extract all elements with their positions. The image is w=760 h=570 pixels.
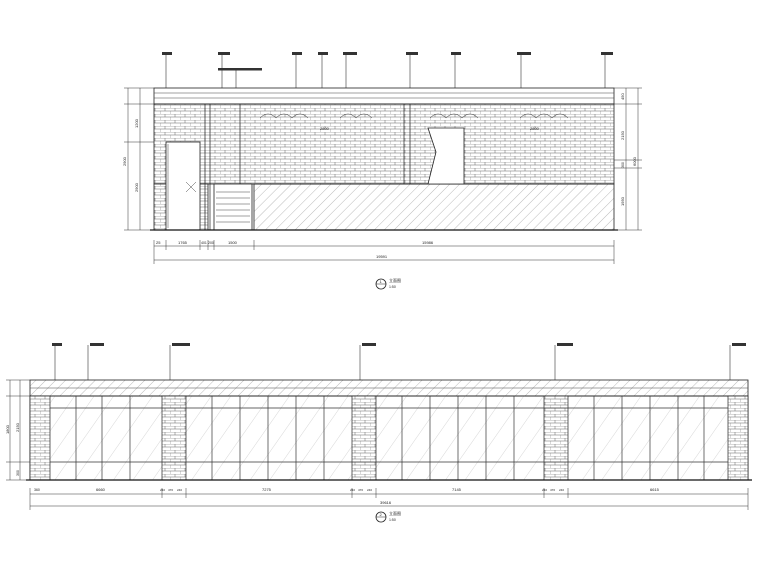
bottom-leaders (54, 345, 731, 380)
bottom-left-dim-3: 300 (16, 470, 20, 476)
top-left-dim-3: 2900 (122, 156, 127, 166)
bottom-title-text: 立面图 (389, 510, 401, 516)
top-brick-wall (153, 103, 615, 185)
top-right-dim-4: 1950 (620, 196, 625, 206)
top-hatched-panel (253, 183, 615, 231)
bottom-mullions (50, 396, 728, 480)
bottom-dim-8: 476 (358, 488, 363, 492)
top-inner-label-1: 2800 (320, 126, 330, 131)
bottom-leader-tags (52, 343, 746, 346)
top-left-dims (124, 87, 154, 231)
top-title: 1 立面图 1:50 (375, 277, 401, 290)
bottom-dim-4: 476 (168, 488, 173, 492)
top-dim-chain (153, 240, 615, 264)
top-right-dim-1: 450 (620, 93, 625, 100)
bottom-dim-5: 240 (177, 488, 182, 492)
top-light-scallops (259, 113, 569, 119)
top-inner-label-2: 2800 (530, 126, 540, 131)
bottom-dim-3: 240 (160, 488, 165, 492)
top-elevation: 2800 2800 25 1765 401 200 1500 15986 195… (122, 52, 642, 290)
top-title-sub: 1:50 (389, 285, 396, 289)
top-right-dims (614, 87, 642, 231)
top-dim-total: 19591 (376, 254, 388, 259)
top-dim-2: 1765 (178, 240, 188, 245)
top-left-dim-1: 1200 (134, 118, 139, 128)
top-door (165, 141, 201, 231)
bottom-left-dims (6, 379, 30, 481)
top-right-dim-5: 6000 (632, 156, 637, 166)
bottom-dim-10: 7145 (452, 487, 462, 492)
top-left-dim-2: 2900 (134, 182, 139, 192)
bottom-dim-9: 240 (367, 488, 372, 492)
bottom-title-mark: 2 (380, 512, 383, 517)
top-title-text: 立面图 (389, 277, 401, 283)
bottom-elevation: 360 6660 240 476 240 7275 240 476 240 71… (5, 343, 752, 523)
top-leader-tags (162, 52, 613, 71)
bottom-glass-wall (29, 395, 749, 481)
top-wall-panel (427, 127, 465, 185)
bottom-title-sub: 1:50 (389, 518, 396, 522)
bottom-dim-11: 240 (542, 488, 547, 492)
top-pipes (204, 104, 411, 230)
top-vent-block (213, 183, 253, 231)
bottom-dim-14: 6615 (650, 487, 660, 492)
bottom-dim-1: 360 (34, 488, 40, 492)
bottom-dim-chain (29, 488, 749, 510)
bottom-dim-12: 476 (550, 488, 555, 492)
bottom-dim-total: 39616 (380, 500, 392, 505)
bottom-dim-6: 7275 (262, 487, 272, 492)
top-right-dim-3: 300 (621, 162, 625, 168)
bottom-left-dim-1: 1800 (5, 424, 10, 434)
top-title-mark: 1 (380, 279, 383, 284)
bottom-dim-2: 6660 (96, 487, 106, 492)
top-ceiling-band (153, 87, 615, 105)
top-dim-3: 401 (201, 241, 207, 245)
bottom-dim-13: 240 (559, 488, 564, 492)
bottom-left-dim-2: 2150 (15, 422, 20, 432)
bottom-title: 2 立面图 1:50 (375, 510, 401, 523)
top-dim-1: 25 (156, 240, 161, 245)
top-dim-6: 15986 (422, 240, 434, 245)
top-dim-5: 1500 (228, 240, 238, 245)
bottom-dim-7: 240 (350, 488, 355, 492)
top-dim-4: 200 (208, 241, 214, 245)
top-right-dim-2: 2150 (620, 130, 625, 140)
